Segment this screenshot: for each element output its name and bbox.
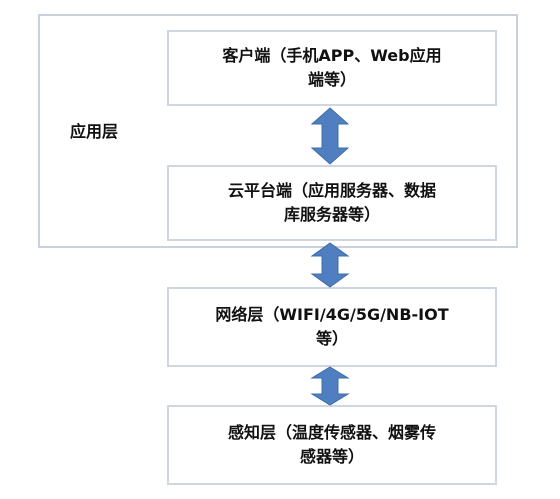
client-cloud-arrow	[310, 107, 350, 165]
client-text: 客户端（手机APP、Web应用 端等）	[169, 44, 495, 92]
double-arrow-icon	[310, 242, 350, 288]
network-layer-line-2: 等）	[315, 329, 348, 348]
cloud-platform-box: 云平台端（应用服务器、数据 库服务器等）	[167, 165, 497, 241]
sensing-layer-box: 感知层（温度传感器、烟雾传 感器等）	[167, 405, 497, 485]
cloud-platform-text: 云平台端（应用服务器、数据 库服务器等）	[169, 179, 495, 227]
sensing-layer-line-2: 感器等）	[299, 447, 364, 466]
network-sensing-arrow	[310, 366, 350, 406]
network-layer-text: 网络层（WIFI/4G/5G/NB-IOT 等）	[169, 303, 495, 351]
sensing-layer-text: 感知层（温度传感器、烟雾传 感器等）	[169, 421, 495, 469]
cloud-network-arrow	[310, 242, 350, 288]
network-layer-line-1: 网络层（WIFI/4G/5G/NB-IOT	[215, 305, 449, 324]
client-line-2: 端等）	[307, 70, 356, 89]
double-arrow-icon	[310, 366, 350, 406]
cloud-platform-line-1: 云平台端（应用服务器、数据	[227, 181, 436, 200]
cloud-platform-line-2: 库服务器等）	[283, 205, 380, 224]
application-layer-label: 应用层	[70, 122, 119, 141]
double-arrow-icon	[310, 107, 350, 165]
client-line-1: 客户端（手机APP、Web应用	[222, 46, 442, 65]
client-box: 客户端（手机APP、Web应用 端等）	[167, 30, 497, 106]
sensing-layer-line-1: 感知层（温度传感器、烟雾传	[227, 423, 436, 442]
network-layer-box: 网络层（WIFI/4G/5G/NB-IOT 等）	[167, 287, 497, 367]
